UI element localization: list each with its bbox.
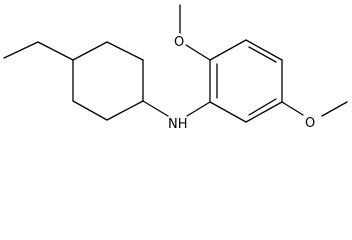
top-oxygen-label: O (174, 35, 184, 50)
cyclohexane-bond-4 (106, 100, 144, 121)
right-oxygen-label: O (305, 116, 315, 131)
benzene-bond-2 (209, 39, 247, 61)
nh-aryl-bond (186, 101, 211, 117)
nh-label: NH (168, 117, 188, 132)
benzene-bond-6 (209, 101, 247, 123)
benzene-bond-3 (245, 39, 283, 61)
benzene-double-bond-2 (248, 46, 277, 63)
chemical-structure-diagram: NH O O (3, 4, 348, 132)
benzene-bond-5 (245, 101, 283, 123)
structure-canvas: NH O O (3, 4, 348, 132)
right-methoxy-ch3-bond (321, 101, 348, 117)
benzene-double-bond-3 (248, 98, 277, 116)
right-methoxy-o-bond (281, 101, 304, 116)
top-methoxy-o-bond (185, 44, 211, 61)
cyclohexane-bond-5 (72, 100, 108, 121)
cyclohexane-bond-2 (106, 41, 144, 61)
ring-nh-bond (142, 100, 169, 117)
ethyl-ch2-bond (37, 41, 74, 61)
cyclohexane-bond-1 (72, 41, 108, 61)
ethyl-ch3-bond (3, 41, 39, 59)
